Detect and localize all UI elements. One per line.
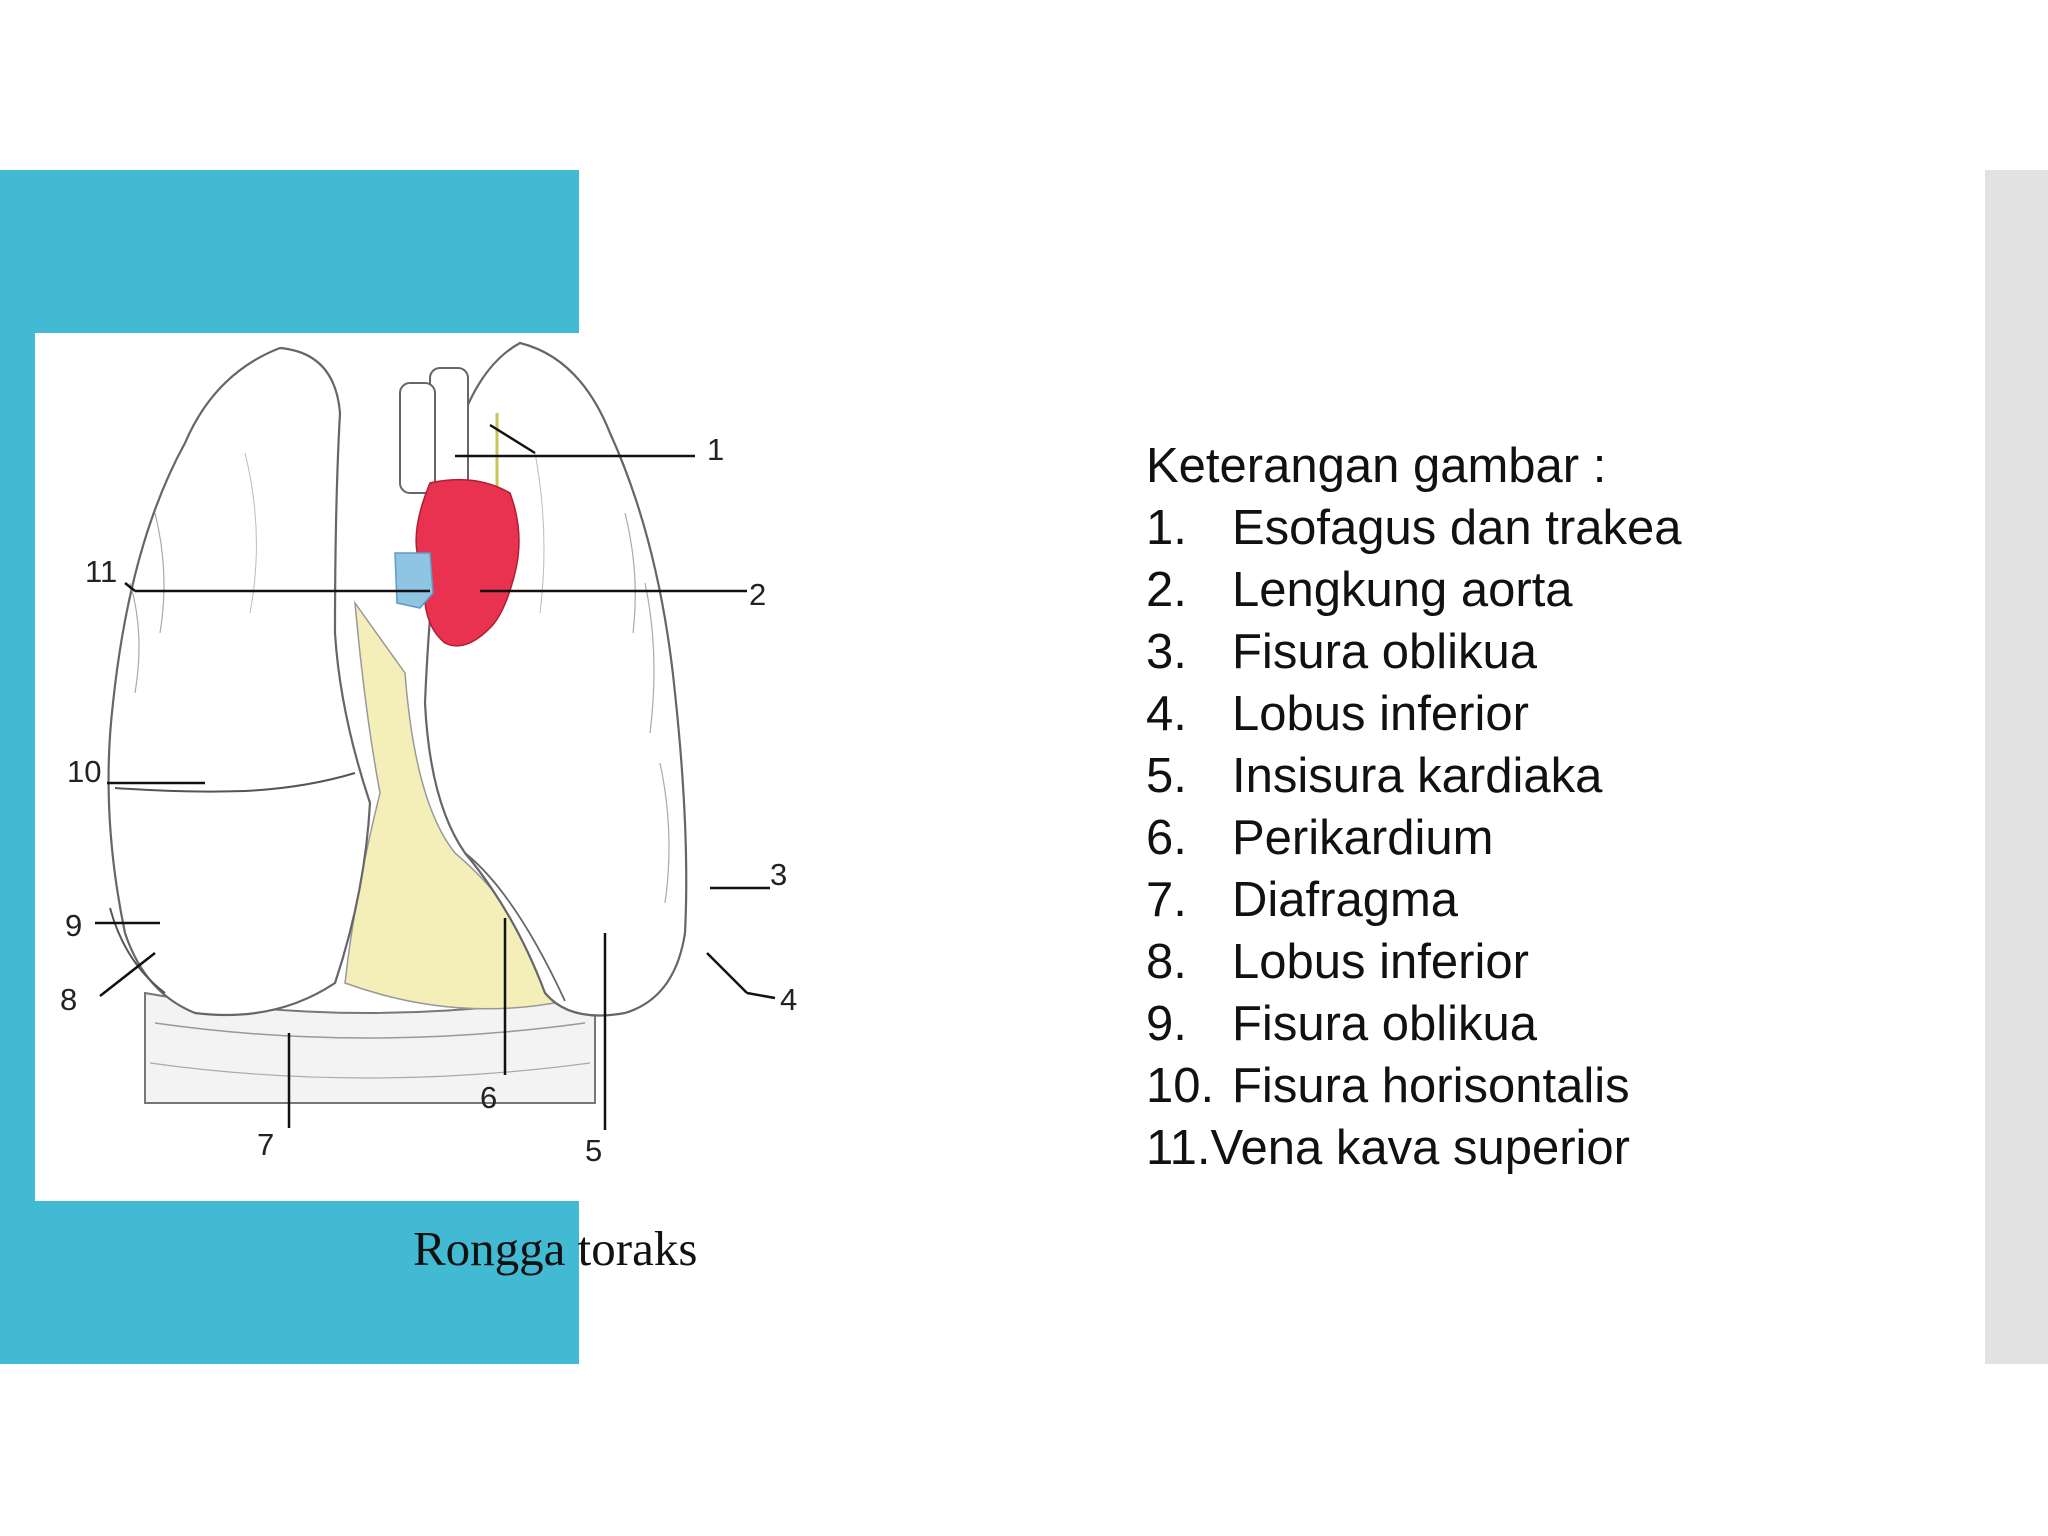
legend-item-number: 2.	[1146, 563, 1187, 617]
figure-label-7: 7	[257, 1127, 274, 1162]
legend-item: 11.Vena kava superior	[1146, 1117, 1681, 1179]
legend-item-number: 6.	[1146, 811, 1187, 865]
figure-label-3: 3	[770, 857, 787, 892]
legend-item-number: 10.	[1146, 1059, 1215, 1113]
figure-label-10: 10	[67, 754, 101, 789]
figure-label-1: 1	[707, 432, 724, 467]
legend-item: 4. Lobus inferior	[1146, 683, 1681, 745]
legend-item-text: Fisura horisontalis	[1232, 1059, 1630, 1113]
figure-label-11: 11	[85, 554, 117, 589]
pericardium	[344, 600, 567, 1010]
legend-item: 7. Diafragma	[1146, 869, 1681, 931]
legend-item-number: 4.	[1146, 687, 1187, 741]
figure-label-8: 8	[60, 982, 77, 1017]
legend-item-text: Lobus inferior	[1232, 935, 1529, 989]
legend-item-text: Perikardium	[1232, 811, 1494, 865]
legend-item: 1. Esofagus dan trakea	[1146, 497, 1681, 559]
legend-item: 6. Perikardium	[1146, 807, 1681, 869]
legend-list: 1. Esofagus dan trakea 2. Lengkung aorta 3…	[1146, 497, 1681, 1179]
thorax-illustration: 1 2 3 4 5 6 7 8 9 10 11	[35, 333, 805, 1201]
figure-label-4: 4	[780, 982, 797, 1017]
legend-item-text: Lengkung aorta	[1232, 563, 1573, 617]
figure-caption: Rongga toraks	[413, 1221, 698, 1276]
vena-cava	[394, 552, 434, 609]
legend-item-number: 3.	[1146, 625, 1187, 679]
legend-item-number: 7.	[1146, 873, 1187, 927]
legend-item-text: Fisura oblikua	[1232, 625, 1538, 679]
legend-item: 3. Fisura oblikua	[1146, 621, 1681, 683]
legend-item-text: Vena kava superior	[1210, 1121, 1630, 1175]
legend-item-text: Fisura oblikua	[1232, 997, 1538, 1051]
thorax-drawing: 1 2 3 4 5 6 7 8 9 10 11	[60, 341, 797, 1168]
figure-label-2: 2	[749, 577, 766, 612]
legend-item-number: 8.	[1146, 935, 1187, 989]
figure-label-6: 6	[480, 1080, 497, 1115]
legend-item-number: 1.	[1146, 501, 1187, 555]
legend-item-text: Lobus inferior	[1232, 687, 1529, 741]
legend-item-text: Diafragma	[1232, 873, 1459, 927]
legend-item: 8. Lobus inferior	[1146, 931, 1681, 993]
esophagus	[399, 382, 436, 494]
legend-item: 5. Insisura kardiaka	[1146, 745, 1681, 807]
figure-label-9: 9	[65, 908, 82, 943]
legend-item-text: Esofagus dan trakea	[1232, 501, 1682, 555]
legend-item-text: Insisura kardiaka	[1232, 749, 1603, 803]
side-bar	[1985, 170, 2048, 1364]
legend-item-number: 5.	[1146, 749, 1187, 803]
legend: Keterangan gambar : 1. Esofagus dan trake…	[1146, 435, 1681, 1179]
figure-label-5: 5	[585, 1133, 602, 1168]
lung-right	[107, 346, 372, 1017]
legend-title: Keterangan gambar :	[1146, 439, 1607, 493]
legend-item: 10. Fisura horisontalis	[1146, 1055, 1681, 1117]
legend-item: 2. Lengkung aorta	[1146, 559, 1681, 621]
legend-item-number: 9.	[1146, 997, 1187, 1051]
legend-item: 9. Fisura oblikua	[1146, 993, 1681, 1055]
legend-item-number: 11.	[1146, 1121, 1211, 1175]
